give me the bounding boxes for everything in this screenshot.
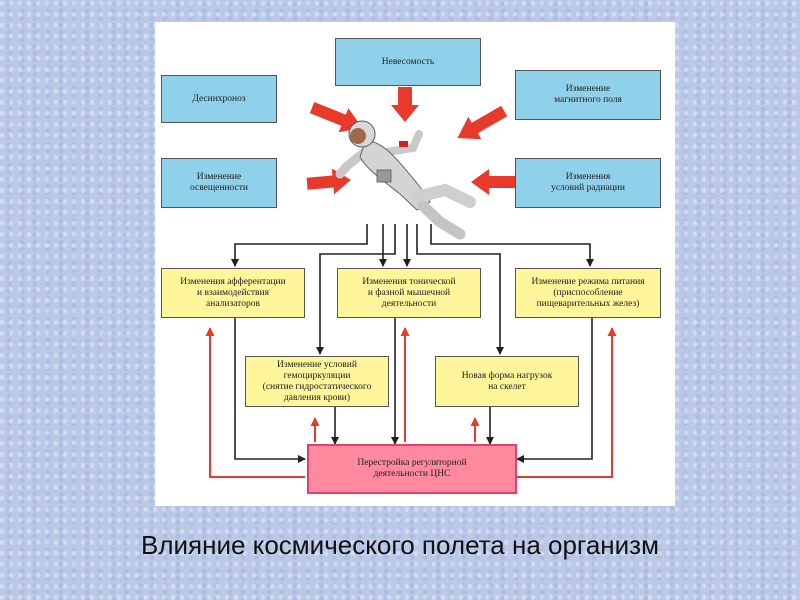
line-to-skeleton [416,224,504,355]
effect-hemocirculation: Изменение условий гемоциркуляции (снятие… [245,356,389,407]
effect-nutrition-regime: Изменение режима питания (приспособление… [515,268,661,318]
astronaut-backpack [376,169,392,183]
line-to-nutrition [430,224,594,267]
astronaut-leg-upper [411,183,476,208]
feedback-to-afferent [205,327,305,478]
effect-afferentation: Изменения афферентации и взаимодействия … [161,268,305,318]
astronaut-leg-lower [417,200,466,240]
feedback-lines [205,327,617,478]
factor-desynchronosis: Десинхроноз [161,75,277,123]
astronaut-armband [399,141,408,147]
astronaut-face [350,128,366,144]
line-afferent-to-cns [234,318,306,463]
factor-weightlessness: Невесомость [335,38,481,86]
astronaut-figure [335,120,476,240]
effect-skeleton-load: Новая форма нагрузок на скелет [435,356,579,407]
slide-title: Влияние космического полета на организм [141,530,659,560]
factor-lighting: Изменение освещенности [161,158,277,208]
arrow-desynchronosis [309,101,363,133]
factor-radiation: Изменения условий радиации [515,158,661,208]
diagram-canvas [205,87,617,478]
arrow-weightlessness [391,87,419,122]
feedback-to-nutrition [517,327,617,478]
connector-lines [231,224,594,463]
arrow-radiation [471,169,515,195]
astronaut-left-arm [383,130,423,156]
cns-restructuring: Перестройка регуляторной деятельности ЦН… [307,444,517,494]
arrow-magnetic [457,105,508,140]
effect-muscle-activity: Изменения тонической и фазной мышечной д… [337,268,481,318]
diagram-panel: Невесомость Десинхроноз Изменение магнит… [155,22,675,506]
factor-magnetic-field: Изменение магнитного поля [515,70,661,120]
line-to-afferent [231,224,368,267]
line-nutrition-to-cns [516,318,593,463]
line-to-circulation [316,224,396,355]
